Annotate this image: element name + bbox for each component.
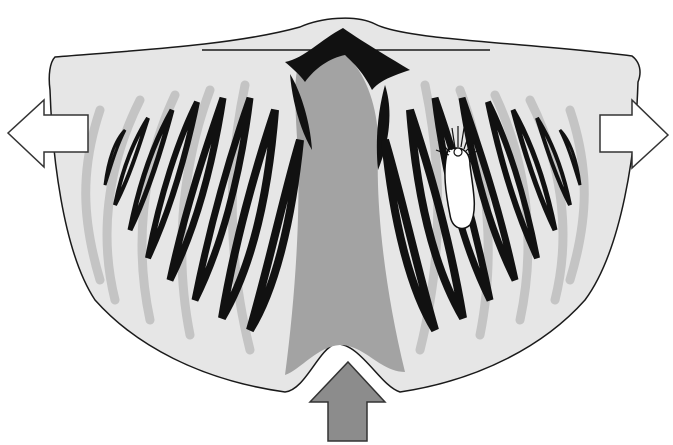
arrow-up-filled-icon	[310, 362, 385, 441]
